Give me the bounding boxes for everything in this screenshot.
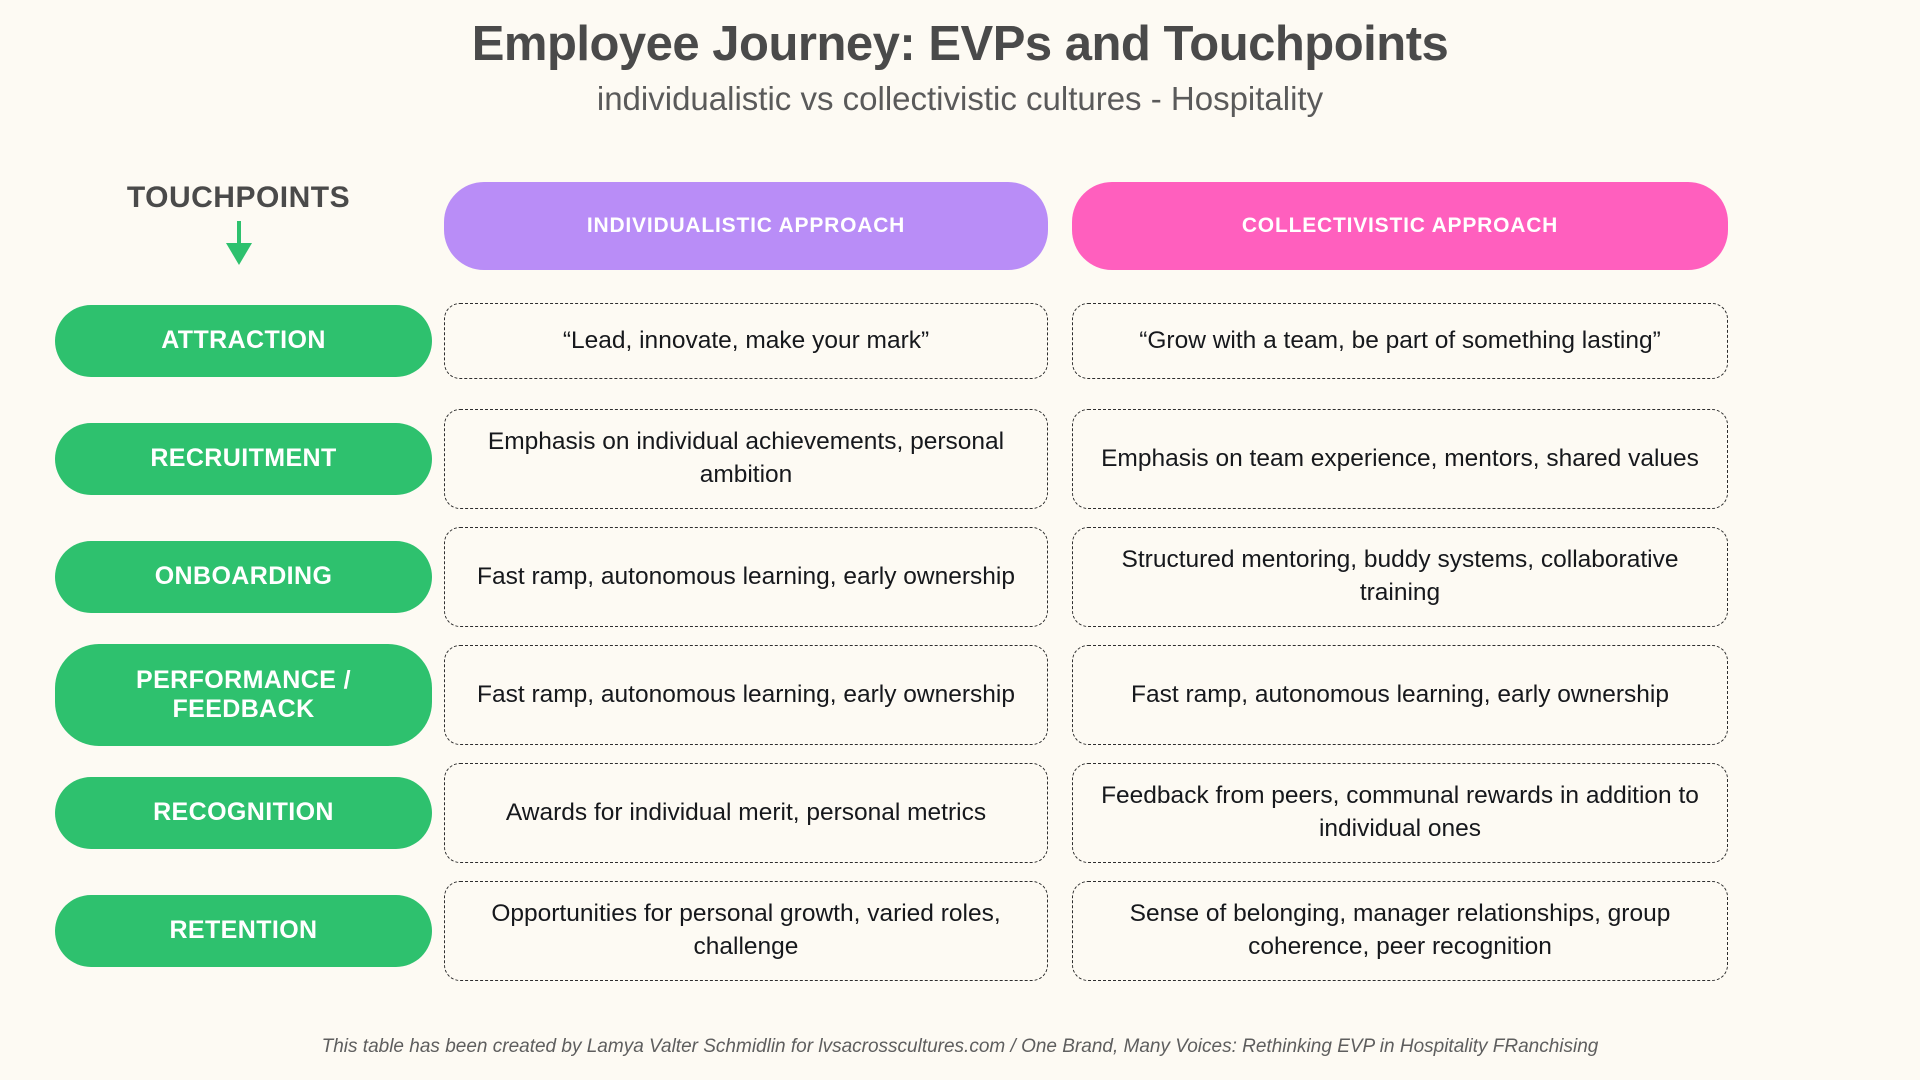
individualistic-cell: “Lead, innovate, make your mark” [432,282,1060,400]
touchpoint-cell: RECRUITMENT [0,400,432,518]
cell-collectivistic-recognition: Feedback from peers, communal rewards in… [1072,763,1728,863]
individualistic-cell: Emphasis on individual achievements, per… [432,400,1060,518]
touchpoint-cell: ATTRACTION [0,282,432,400]
cell-collectivistic-retention: Sense of belonging, manager relationship… [1072,881,1728,981]
column-header-individualistic[interactable]: INDIVIDUALISTIC APPROACH [444,182,1048,270]
cell-collectivistic-recruitment: Emphasis on team experience, mentors, sh… [1072,409,1728,509]
cell-individualistic-onboarding: Fast ramp, autonomous learning, early ow… [444,527,1048,627]
cell-individualistic-recruitment: Emphasis on individual achievements, per… [444,409,1048,509]
collectivistic-cell: “Grow with a team, be part of something … [1060,282,1740,400]
touchpoint-pill-recruitment[interactable]: RECRUITMENT [55,423,432,495]
cell-individualistic-attraction: “Lead, innovate, make your mark” [444,303,1048,379]
collectivistic-cell: Structured mentoring, buddy systems, col… [1060,518,1740,636]
title-block: Employee Journey: EVPs and Touchpoints i… [0,0,1920,121]
cell-collectivistic-onboarding: Structured mentoring, buddy systems, col… [1072,527,1728,627]
individualistic-cell: Fast ramp, autonomous learning, early ow… [432,636,1060,754]
cell-individualistic-performance-feedback: Fast ramp, autonomous learning, early ow… [444,645,1048,745]
collectivistic-cell: Sense of belonging, manager relationship… [1060,872,1740,990]
table-row: RECRUITMENT Emphasis on individual achie… [0,400,1920,518]
table-header-row: TOUCHPOINTS INDIVIDUALISTIC APPROACH COL… [0,170,1920,282]
table-row: ONBOARDING Fast ramp, autonomous learnin… [0,518,1920,636]
touchpoints-label: TOUCHPOINTS [126,180,351,214]
column-header-collectivistic[interactable]: COLLECTIVISTIC APPROACH [1072,182,1728,270]
individualistic-cell: Fast ramp, autonomous learning, early ow… [432,518,1060,636]
individualistic-cell: Awards for individual merit, personal me… [432,754,1060,872]
cell-individualistic-retention: Opportunities for personal growth, varie… [444,881,1048,981]
touchpoint-cell: PERFORMANCE / FEEDBACK [0,636,432,754]
table-row: ATTRACTION “Lead, innovate, make your ma… [0,282,1920,400]
touchpoint-pill-performance-feedback[interactable]: PERFORMANCE / FEEDBACK [55,644,432,746]
page-title: Employee Journey: EVPs and Touchpoints [471,17,1449,71]
collectivistic-cell: Emphasis on team experience, mentors, sh… [1060,400,1740,518]
touchpoint-pill-onboarding[interactable]: ONBOARDING [55,541,432,613]
table-row: PERFORMANCE / FEEDBACK Fast ramp, autono… [0,636,1920,754]
touchpoint-cell: RECOGNITION [0,754,432,872]
touchpoints-header-cell: TOUCHPOINTS [0,170,432,282]
collectivistic-cell: Feedback from peers, communal rewards in… [1060,754,1740,872]
collectivistic-cell: Fast ramp, autonomous learning, early ow… [1060,636,1740,754]
cell-collectivistic-performance-feedback: Fast ramp, autonomous learning, early ow… [1072,645,1728,745]
table-row: RECOGNITION Awards for individual merit,… [0,754,1920,872]
cell-collectivistic-attraction: “Grow with a team, be part of something … [1072,303,1728,379]
touchpoint-pill-retention[interactable]: RETENTION [55,895,432,967]
individualistic-header-cell: INDIVIDUALISTIC APPROACH [432,170,1060,282]
cell-individualistic-recognition: Awards for individual merit, personal me… [444,763,1048,863]
individualistic-cell: Opportunities for personal growth, varie… [432,872,1060,990]
touchpoint-pill-attraction[interactable]: ATTRACTION [55,305,432,377]
table-row: RETENTION Opportunities for personal gro… [0,872,1920,990]
touchpoint-cell: ONBOARDING [0,518,432,636]
touchpoint-cell: RETENTION [0,872,432,990]
arrow-down-icon [222,220,256,272]
collectivistic-header-cell: COLLECTIVISTIC APPROACH [1060,170,1740,282]
journey-table: TOUCHPOINTS INDIVIDUALISTIC APPROACH COL… [0,170,1920,990]
page-subtitle: individualistic vs collectivistic cultur… [596,80,1324,118]
footer-credit: This table has been created by Lamya Val… [321,1036,1599,1057]
touchpoint-pill-recognition[interactable]: RECOGNITION [55,777,432,849]
